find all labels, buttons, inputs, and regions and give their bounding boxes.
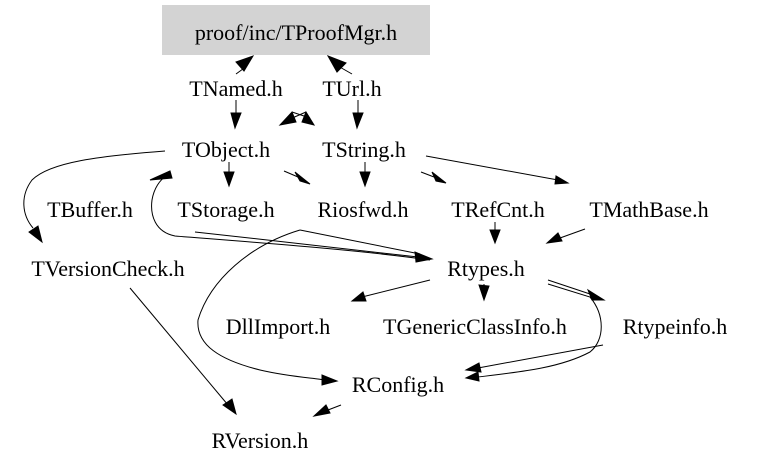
node-tstorage[interactable]: TStorage.h xyxy=(177,197,274,222)
edge-rtypes-dllimport xyxy=(361,279,431,298)
arrowhead xyxy=(294,171,311,185)
node-dllimport[interactable]: DllImport.h xyxy=(226,314,331,339)
arrowhead xyxy=(28,225,43,244)
root-node-box xyxy=(162,5,430,55)
edge-rtypeinfo-rconfig xyxy=(477,344,604,369)
arrowhead xyxy=(359,171,371,188)
node-tstring[interactable]: TString.h xyxy=(322,137,406,162)
edge-tobject-tversioncheck xyxy=(23,150,166,229)
edge-riosfwd-rconfig xyxy=(197,229,326,381)
arrowhead xyxy=(235,55,255,72)
arrowhead xyxy=(586,288,606,301)
node-trefcnt[interactable]: TRefCnt.h xyxy=(451,197,545,222)
node-root[interactable]: proof/inc/TProofMgr.h xyxy=(162,5,430,55)
edge-tmathbase-rtypes xyxy=(559,228,586,239)
edge-tobject-rtypes xyxy=(194,231,419,258)
arrowhead xyxy=(223,171,235,188)
arrowhead xyxy=(326,55,347,73)
arrowhead xyxy=(431,171,447,184)
edge-tstring-trefcnt xyxy=(420,171,435,178)
arrowhead xyxy=(278,111,297,126)
node-tbuffer[interactable]: TBuffer.h xyxy=(47,197,133,222)
edge-tversioncheck-rversion xyxy=(129,287,229,406)
arrowhead xyxy=(464,371,480,382)
edge-tstring-tmathbase xyxy=(425,155,559,181)
node-riosfwd[interactable]: Riosfwd.h xyxy=(317,197,408,222)
arrowhead xyxy=(489,229,501,245)
arrowhead xyxy=(464,362,482,373)
arrowhead xyxy=(149,170,173,181)
arrowhead xyxy=(545,232,563,244)
edges xyxy=(23,55,606,417)
node-tobject[interactable]: TObject.h xyxy=(182,137,270,162)
node-turl[interactable]: TUrl.h xyxy=(322,76,381,101)
edge-tobject-riosfwd xyxy=(283,170,299,178)
node-tmathbase[interactable]: TMathBase.h xyxy=(589,197,708,222)
edge-rconfig-rversion xyxy=(327,404,342,411)
node-rversion[interactable]: RVersion.h xyxy=(212,428,309,453)
arrowhead xyxy=(321,374,339,386)
edge-riosfwd-rtypes xyxy=(299,229,421,255)
node-tgenericclassinfo[interactable]: TGenericClassInfo.h xyxy=(383,314,567,339)
edge-rtypes-tobject xyxy=(151,175,431,261)
edge-rtypes-rconfig xyxy=(477,283,602,378)
arrowhead xyxy=(414,251,434,263)
node-tnamed[interactable]: TNamed.h xyxy=(189,76,282,101)
node-tversioncheck[interactable]: TVersionCheck.h xyxy=(31,256,184,281)
arrowhead xyxy=(352,112,364,130)
edge-rtypes-rtypeinfo xyxy=(547,279,594,296)
arrowhead xyxy=(222,398,237,416)
node-rconfig[interactable]: RConfig.h xyxy=(352,372,444,397)
arrowhead xyxy=(301,110,316,126)
node-rtypeinfo[interactable]: Rtypeinfo.h xyxy=(623,314,728,339)
arrowhead xyxy=(478,284,490,302)
root-node-label: proof/inc/TProofMgr.h xyxy=(195,20,397,45)
nodes: TNamed.h TUrl.h TObject.h TString.h TBuf… xyxy=(31,76,727,453)
arrowhead xyxy=(230,112,242,130)
arrowhead xyxy=(350,291,367,302)
arrowhead xyxy=(554,175,570,185)
node-rtypes[interactable]: Rtypes.h xyxy=(447,256,525,281)
arrowhead xyxy=(312,404,331,417)
